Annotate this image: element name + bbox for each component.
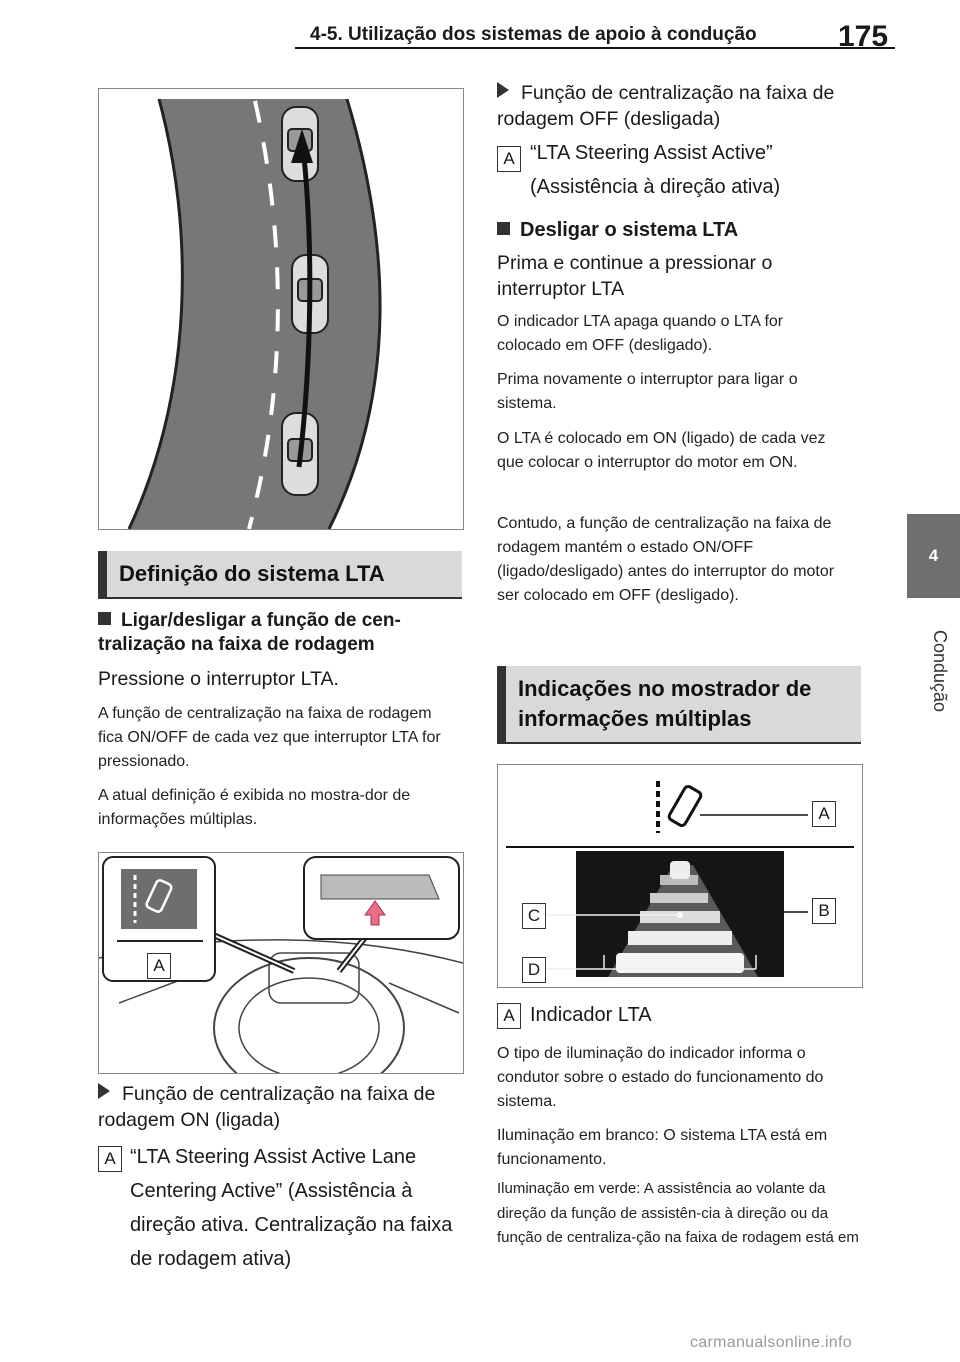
marker-a: A bbox=[98, 1146, 122, 1172]
bullet-lane-centering-on: Função de centralização na faixa de roda… bbox=[98, 1083, 436, 1131]
off-message-line1: “LTA Steering Assist Active” bbox=[530, 142, 773, 164]
paragraph: Contudo, a função de centralização na fa… bbox=[497, 515, 835, 604]
triangle-bullet-icon bbox=[98, 1083, 110, 1099]
square-bullet-icon bbox=[98, 612, 111, 625]
chapter-tab: 4 bbox=[907, 514, 960, 598]
triangle-bullet-icon bbox=[497, 82, 509, 98]
figure-label-d: D bbox=[522, 957, 546, 983]
road-svg bbox=[127, 98, 382, 529]
watermark: carmanualsonline.info bbox=[690, 1334, 852, 1351]
running-header-title: 4-5. Utilização dos sistemas de apoio à … bbox=[310, 24, 757, 45]
paragraph: Iluminação em verde: A assistência ao vo… bbox=[497, 1180, 859, 1246]
figure-label-c: C bbox=[522, 903, 546, 929]
indicator-label: Indicador LTA bbox=[530, 1004, 652, 1026]
on-message-text: “LTA Steering Assist Active Lane Centeri… bbox=[130, 1146, 453, 1270]
section-heading-mid-display: Indicações no mostrador de informações m… bbox=[497, 666, 861, 742]
paragraph: Prima novamente o interruptor para ligar… bbox=[497, 371, 798, 412]
paragraph: A função de centralização na faixa de ro… bbox=[98, 705, 441, 770]
paragraph: O LTA é colocado em ON (ligado) de cada … bbox=[497, 430, 826, 471]
off-message-line2: (Assistência à direção ativa) bbox=[530, 176, 781, 198]
dashboard-illustration: A bbox=[98, 852, 464, 1074]
lead-press-switch: Pressione o interruptor LTA. bbox=[98, 668, 339, 690]
paragraph: O indicador LTA apaga quando o LTA for c… bbox=[497, 313, 784, 354]
road-illustration bbox=[98, 88, 464, 530]
bullet-lane-centering-off: Função de centralização na faixa de roda… bbox=[497, 82, 835, 130]
display-svg bbox=[506, 781, 854, 977]
subsection-heading-toggle: Ligar/desligar a função de cen-tralizaçã… bbox=[98, 610, 401, 655]
square-bullet-icon bbox=[497, 222, 510, 235]
figure-label-a: A bbox=[812, 801, 836, 827]
section-heading-lta-definition: Definição do sistema LTA bbox=[98, 551, 462, 597]
paragraph: O tipo de iluminação do indicador inform… bbox=[497, 1045, 824, 1110]
subsection-heading-turn-off: Desligar o sistema LTA bbox=[497, 218, 861, 242]
lead-hold-switch: Prima e continue a pressionar o interrup… bbox=[497, 252, 773, 300]
paragraph: A atual definição é exibida no mostra-do… bbox=[98, 787, 411, 828]
header-rule bbox=[295, 47, 895, 49]
figure-label-a: A bbox=[147, 953, 171, 979]
chapter-label: Condução bbox=[930, 630, 950, 713]
dashboard-svg bbox=[99, 856, 463, 1073]
paragraph: Iluminação em branco: O sistema LTA está… bbox=[497, 1127, 828, 1168]
marker-a: A bbox=[497, 146, 521, 172]
figure-label-b: B bbox=[812, 898, 836, 924]
marker-a: A bbox=[497, 1003, 521, 1029]
display-illustration: A B C D bbox=[497, 764, 863, 988]
